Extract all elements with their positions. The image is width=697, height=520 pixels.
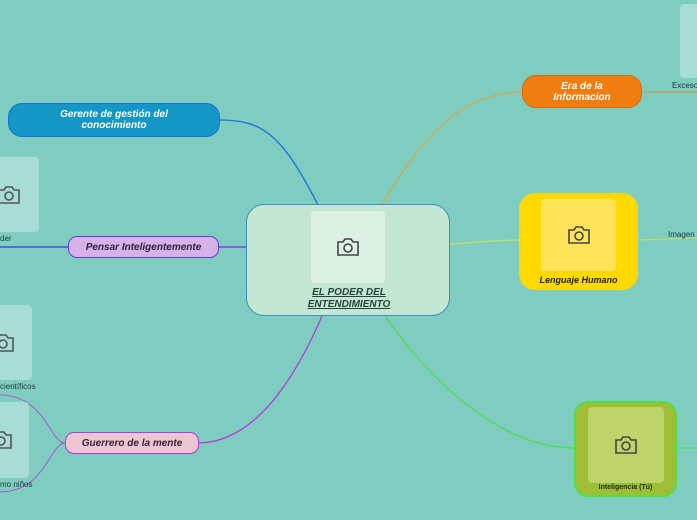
camera-icon [337,238,359,256]
link-guerrero-sub2 [0,442,66,493]
topic-inteligencia[interactable]: Inteligencia (Tú) [574,401,677,497]
subtopic-excesos[interactable]: Excesos [672,81,697,90]
topic-era-label: Era de la Informacion [553,80,611,103]
camera-icon [0,185,20,204]
subtopic-der[interactable]: der [0,234,12,243]
topic-pensar[interactable]: Pensar Inteligentemente [68,236,219,258]
subtopic-imagen[interactable]: Imagen [668,230,695,239]
pensar-sub-image [0,157,39,232]
camera-icon [0,431,12,449]
link-lenguaje [449,239,520,245]
topic-era[interactable]: Era de la Informacion [522,75,642,108]
topic-gerente[interactable]: Gerente de gestión del conocimiento [8,103,220,137]
topic-gerente-label: Gerente de gestión del conocimiento [60,109,168,131]
link-lenguaje-sub [637,237,697,241]
link-guerrero-sub1 [0,394,66,444]
subtopic-como-ninos[interactable]: mo niños [0,480,33,489]
link-guerrero [198,315,323,444]
topic-guerrero[interactable]: Guerrero de la mente [65,432,199,454]
subtopic-cientificos[interactable]: científicos [0,382,36,391]
link-inteligencia [384,315,575,449]
camera-icon [567,226,590,244]
ninos-image [0,402,29,478]
topic-guerrero-label: Guerrero de la mente [81,437,183,449]
central-image [311,211,385,283]
central-topic[interactable]: EL PODER DEL ENTENDIMIENTO [246,204,450,316]
inteligencia-image [588,407,664,483]
camera-icon [615,436,637,454]
topic-pensar-label: Pensar Inteligentemente [85,241,202,253]
topic-lenguaje-label: Lenguaje Humano [539,275,618,285]
topic-lenguaje[interactable]: Lenguaje Humano [519,193,638,290]
topic-inteligencia-label: Inteligencia (Tú) [598,484,653,491]
link-era [381,91,523,206]
central-title: EL PODER DEL ENTENDIMIENTO [307,287,391,310]
link-gerente [217,119,319,206]
lenguaje-image [541,199,616,271]
cientificos-image [0,305,32,380]
camera-icon [0,333,14,352]
excesos-image [680,4,697,78]
